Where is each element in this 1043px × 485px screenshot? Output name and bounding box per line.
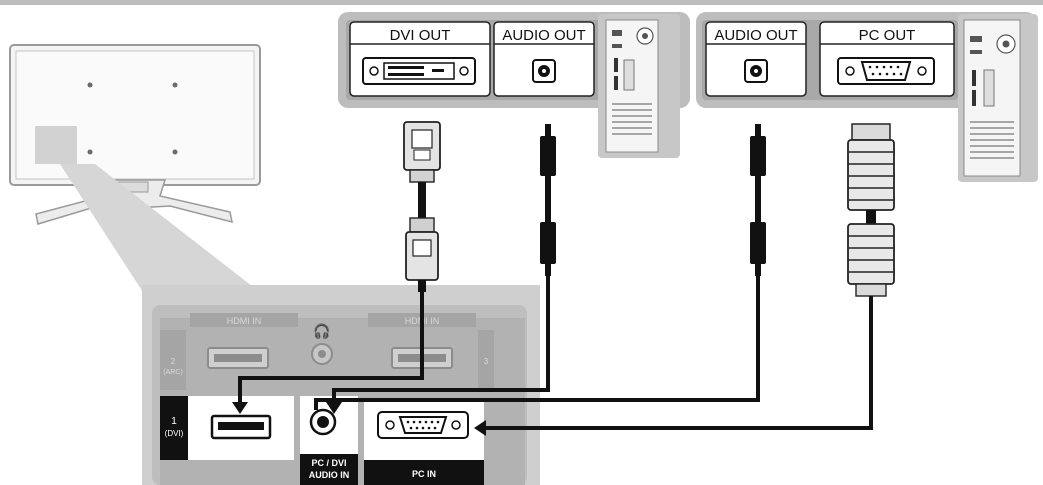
dvi-out-label: DVI OUT <box>390 27 451 44</box>
vesa-hole <box>87 149 93 155</box>
pc-vga-panel: AUDIO OUT PC OUT <box>696 12 1036 108</box>
vesa-hole <box>87 82 93 88</box>
headphone-jack: 🎧 <box>311 323 333 365</box>
hdmi-plug <box>409 217 435 233</box>
pc-in-label-bg <box>364 460 484 485</box>
audio-cable-left-arrow <box>326 402 342 414</box>
audio-out-left-label: AUDIO OUT <box>502 27 585 44</box>
hdmi-2-label: 2 <box>171 357 176 366</box>
hdmi-3-label: 3 <box>484 357 489 366</box>
audio-out-right-label: AUDIO OUT <box>714 27 797 44</box>
audio-cable-left <box>326 124 556 414</box>
dvi-to-hdmi-cable <box>232 121 441 414</box>
pc-out-label: PC OUT <box>859 27 916 44</box>
hdmi-3-tab <box>478 330 494 390</box>
vga-plug-bottom <box>847 223 895 285</box>
top-border <box>0 0 1043 5</box>
hdmi-2-tab <box>160 330 186 390</box>
hdmi-in-left-tab <box>190 313 298 327</box>
vesa-hole <box>172 149 178 155</box>
vesa-hole <box>172 82 178 88</box>
audio-cable-right <box>314 124 766 410</box>
headphone-icon: 🎧 <box>313 323 330 340</box>
tv-jack-area <box>35 126 77 164</box>
pc-tower-right <box>958 14 1038 182</box>
hdmi-cable-line <box>238 292 424 404</box>
tv-illustration <box>9 44 261 225</box>
pc-dvi-audio-label-bg <box>300 454 358 485</box>
vga-cable-line <box>484 296 873 430</box>
hdmi-1-label: 1 <box>171 416 177 427</box>
hdmi-cable-arrow <box>232 402 248 414</box>
hdmi-1-sub-label: (DVI) <box>165 429 184 438</box>
hdmi-2-sub-label: (ARC) <box>163 369 182 376</box>
audio-cable-right-line <box>314 276 760 410</box>
zoom-wedge <box>60 164 270 300</box>
hdmi-1-tab <box>160 396 188 460</box>
pc-in-label: PC IN <box>412 469 436 479</box>
pc-tower-left <box>598 14 680 158</box>
hdmi-in-left-label: HDMI IN <box>227 316 262 326</box>
vga-cable <box>474 123 895 436</box>
vga-plug-top <box>851 123 891 141</box>
pc-dvi-audio-label-line2: AUDIO IN <box>309 470 350 480</box>
audio-cable-left-line <box>332 276 550 404</box>
pc-dvi-audio-label-line1: PC / DVI <box>311 458 346 468</box>
vga-cable-arrow <box>474 420 486 436</box>
